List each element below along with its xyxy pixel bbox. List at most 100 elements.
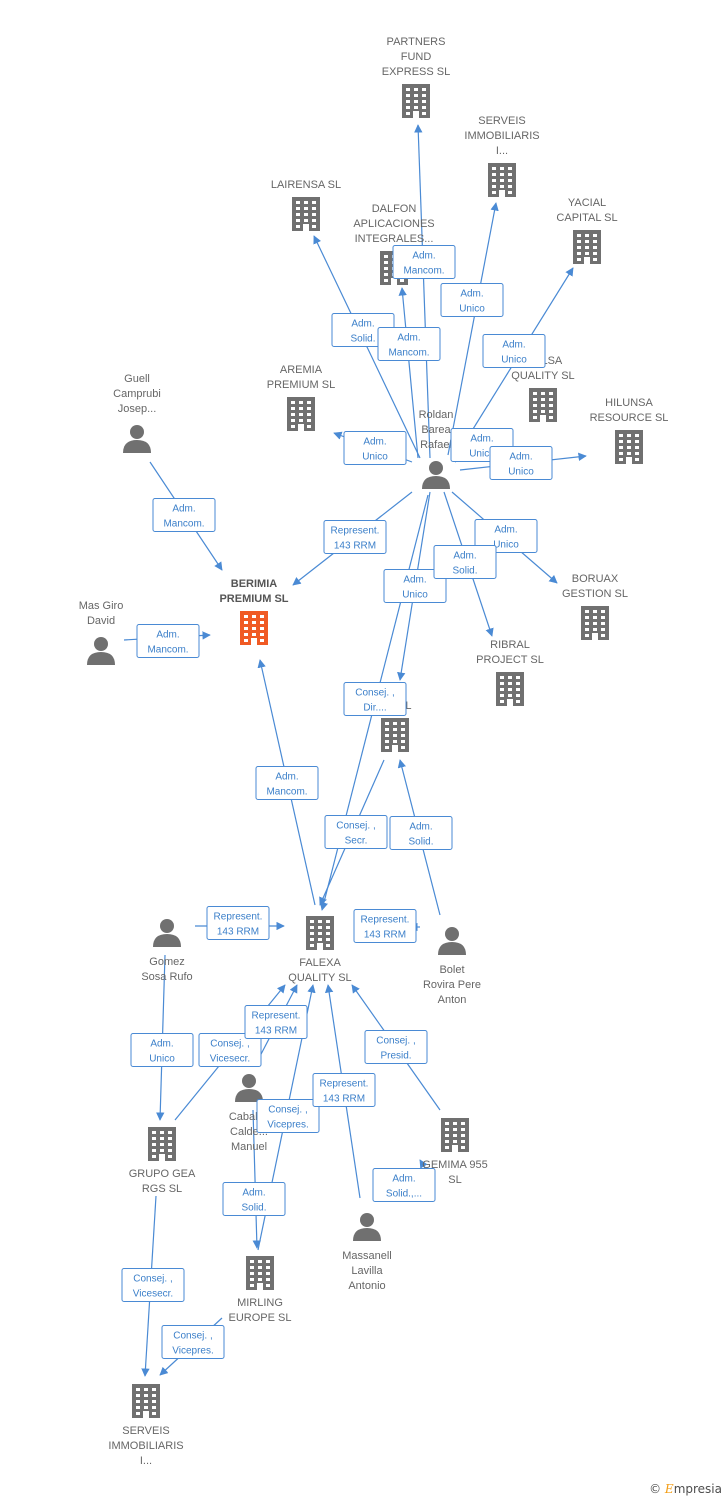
relation-label[interactable]: Consej. ,Vicepres. — [256, 1099, 320, 1133]
relation-label[interactable]: Consej. ,Vicesecr. — [121, 1268, 185, 1302]
relation-label-line: 143 RRM — [323, 1094, 365, 1105]
relation-label-line: Adm. — [172, 504, 195, 515]
relation-label[interactable]: Consej. ,Dir.... — [343, 682, 407, 716]
node-lairensa[interactable]: LAIRENSA SL — [271, 179, 341, 231]
relation-label-line: Represent. — [331, 526, 380, 537]
relation-label[interactable]: Adm.Mancom. — [136, 624, 200, 658]
relation-label[interactable]: Adm.Solid. — [389, 816, 453, 850]
building-icon — [402, 84, 430, 118]
person-icon — [87, 637, 115, 665]
relation-label[interactable]: Represent.143 RRM — [353, 909, 417, 943]
relation-label[interactable]: Adm.Unico — [130, 1033, 194, 1067]
relation-label-line: Consej. , — [355, 688, 394, 699]
relation-label[interactable]: Adm.Unico — [383, 569, 447, 603]
relation-label[interactable]: Adm.Mancom. — [255, 766, 319, 800]
relation-label[interactable]: Represent.143 RRM — [323, 520, 387, 554]
node-guell[interactable]: GuellCamprubiJosep... — [113, 373, 161, 453]
building-icon — [488, 163, 516, 197]
node-label-line: CAPITAL SL — [556, 212, 617, 224]
node-label-line: Massanell — [342, 1250, 392, 1262]
node-dalfon[interactable]: DALFONAPLICACIONESINTEGRALES... — [353, 203, 435, 285]
relation-label[interactable]: Adm.Unico — [489, 446, 553, 480]
relation-label[interactable]: Adm.Unico — [474, 519, 538, 553]
relation-label-line: Unico — [469, 449, 495, 460]
node-label-line: PROJECT SL — [476, 654, 544, 666]
node-label-line: Barea — [421, 424, 451, 436]
building-icon — [615, 430, 643, 464]
relation-label[interactable]: Represent.143 RRM — [312, 1073, 376, 1107]
relation-label[interactable]: Adm.Mancom. — [152, 498, 216, 532]
relation-label[interactable]: Consej. ,Vicepres. — [161, 1325, 225, 1359]
relation-label[interactable]: Adm.Unico — [482, 334, 546, 368]
relation-label[interactable]: Consej. ,Vicesecr. — [198, 1033, 262, 1067]
node-berimia[interactable]: BERIMIA PREMIUM SL — [219, 578, 289, 645]
node-label-line: SERVEIS — [478, 115, 526, 127]
relation-label-line: Presid. — [380, 1051, 411, 1062]
relation-label[interactable]: Adm.Solid. — [433, 545, 497, 579]
relation-label-line: Adm. — [351, 319, 374, 330]
relation-label-line: Mancom. — [403, 266, 444, 277]
relation-label[interactable]: Adm.Mancom. — [377, 327, 441, 361]
node-serveis-bottom[interactable]: SERVEISIMMOBILIARISI... — [108, 1384, 184, 1467]
node-label-line: INTEGRALES... — [355, 233, 434, 245]
node-label-line: APLICACIONES — [353, 218, 434, 230]
relation-label-line: Adm. — [156, 630, 179, 641]
relation-label[interactable]: Adm.Solid.,... — [372, 1168, 436, 1202]
node-label-line: Mas Giro — [79, 600, 124, 612]
node-label-line: Anton — [438, 994, 467, 1006]
node-serveis-top[interactable]: SERVEISIMMOBILIARISI... — [464, 115, 540, 197]
building-icon — [381, 718, 409, 752]
edge-caball-mirling — [252, 1109, 261, 1249]
relation-label-line: Unico — [149, 1054, 175, 1065]
relation-label-line: Unico — [501, 355, 527, 366]
relation-label[interactable]: Adm.Unico — [440, 283, 504, 317]
node-label-line: GRUPO GEA — [129, 1168, 196, 1180]
relation-label-line: Vicepres. — [267, 1120, 309, 1131]
node-label-line: SL — [448, 1174, 461, 1186]
relation-label-line: Adm. — [242, 1188, 265, 1199]
node-label-line: Roldan — [419, 409, 454, 421]
relation-label[interactable]: Represent.143 RRM — [206, 906, 270, 940]
node-label-line: SERVEIS — [122, 1425, 170, 1437]
relation-label-line: Solid. — [452, 566, 477, 577]
relation-label-line: Consej. , — [376, 1036, 415, 1047]
relation-label-line: Vicesecr. — [133, 1289, 173, 1300]
building-icon — [148, 1127, 176, 1161]
node-label-line: GEMIMA 955 — [422, 1159, 487, 1171]
building-icon — [287, 397, 315, 431]
node-label-line: BERIMIA — [231, 578, 278, 590]
node-label-line: Lavilla — [351, 1265, 383, 1277]
edge-roldan-dalfon — [398, 287, 419, 459]
relation-label[interactable]: Consej. , Presid. — [364, 1030, 428, 1064]
building-icon — [240, 611, 268, 645]
relation-label[interactable]: Adm.Mancom. — [392, 245, 456, 279]
relation-label-line: Adm. — [392, 1174, 415, 1185]
node-label-line: GESTION SL — [562, 588, 628, 600]
node-label-line: Rovira Pere — [423, 979, 481, 991]
node-label-line: I... — [496, 145, 508, 157]
credit[interactable]: © Empresia — [649, 1482, 722, 1496]
relation-label[interactable]: Adm.Unico — [343, 431, 407, 465]
relation-label[interactable]: Represent.143 RRM — [244, 1005, 308, 1039]
relation-label-line: Mancom. — [388, 348, 429, 359]
relation-label[interactable]: Consej. ,Secr. — [324, 815, 388, 849]
relation-label-line: Vicepres. — [172, 1346, 214, 1357]
relation-label[interactable]: Adm.Solid. — [222, 1182, 286, 1216]
node-label-line: PREMIUM SL — [219, 593, 288, 605]
